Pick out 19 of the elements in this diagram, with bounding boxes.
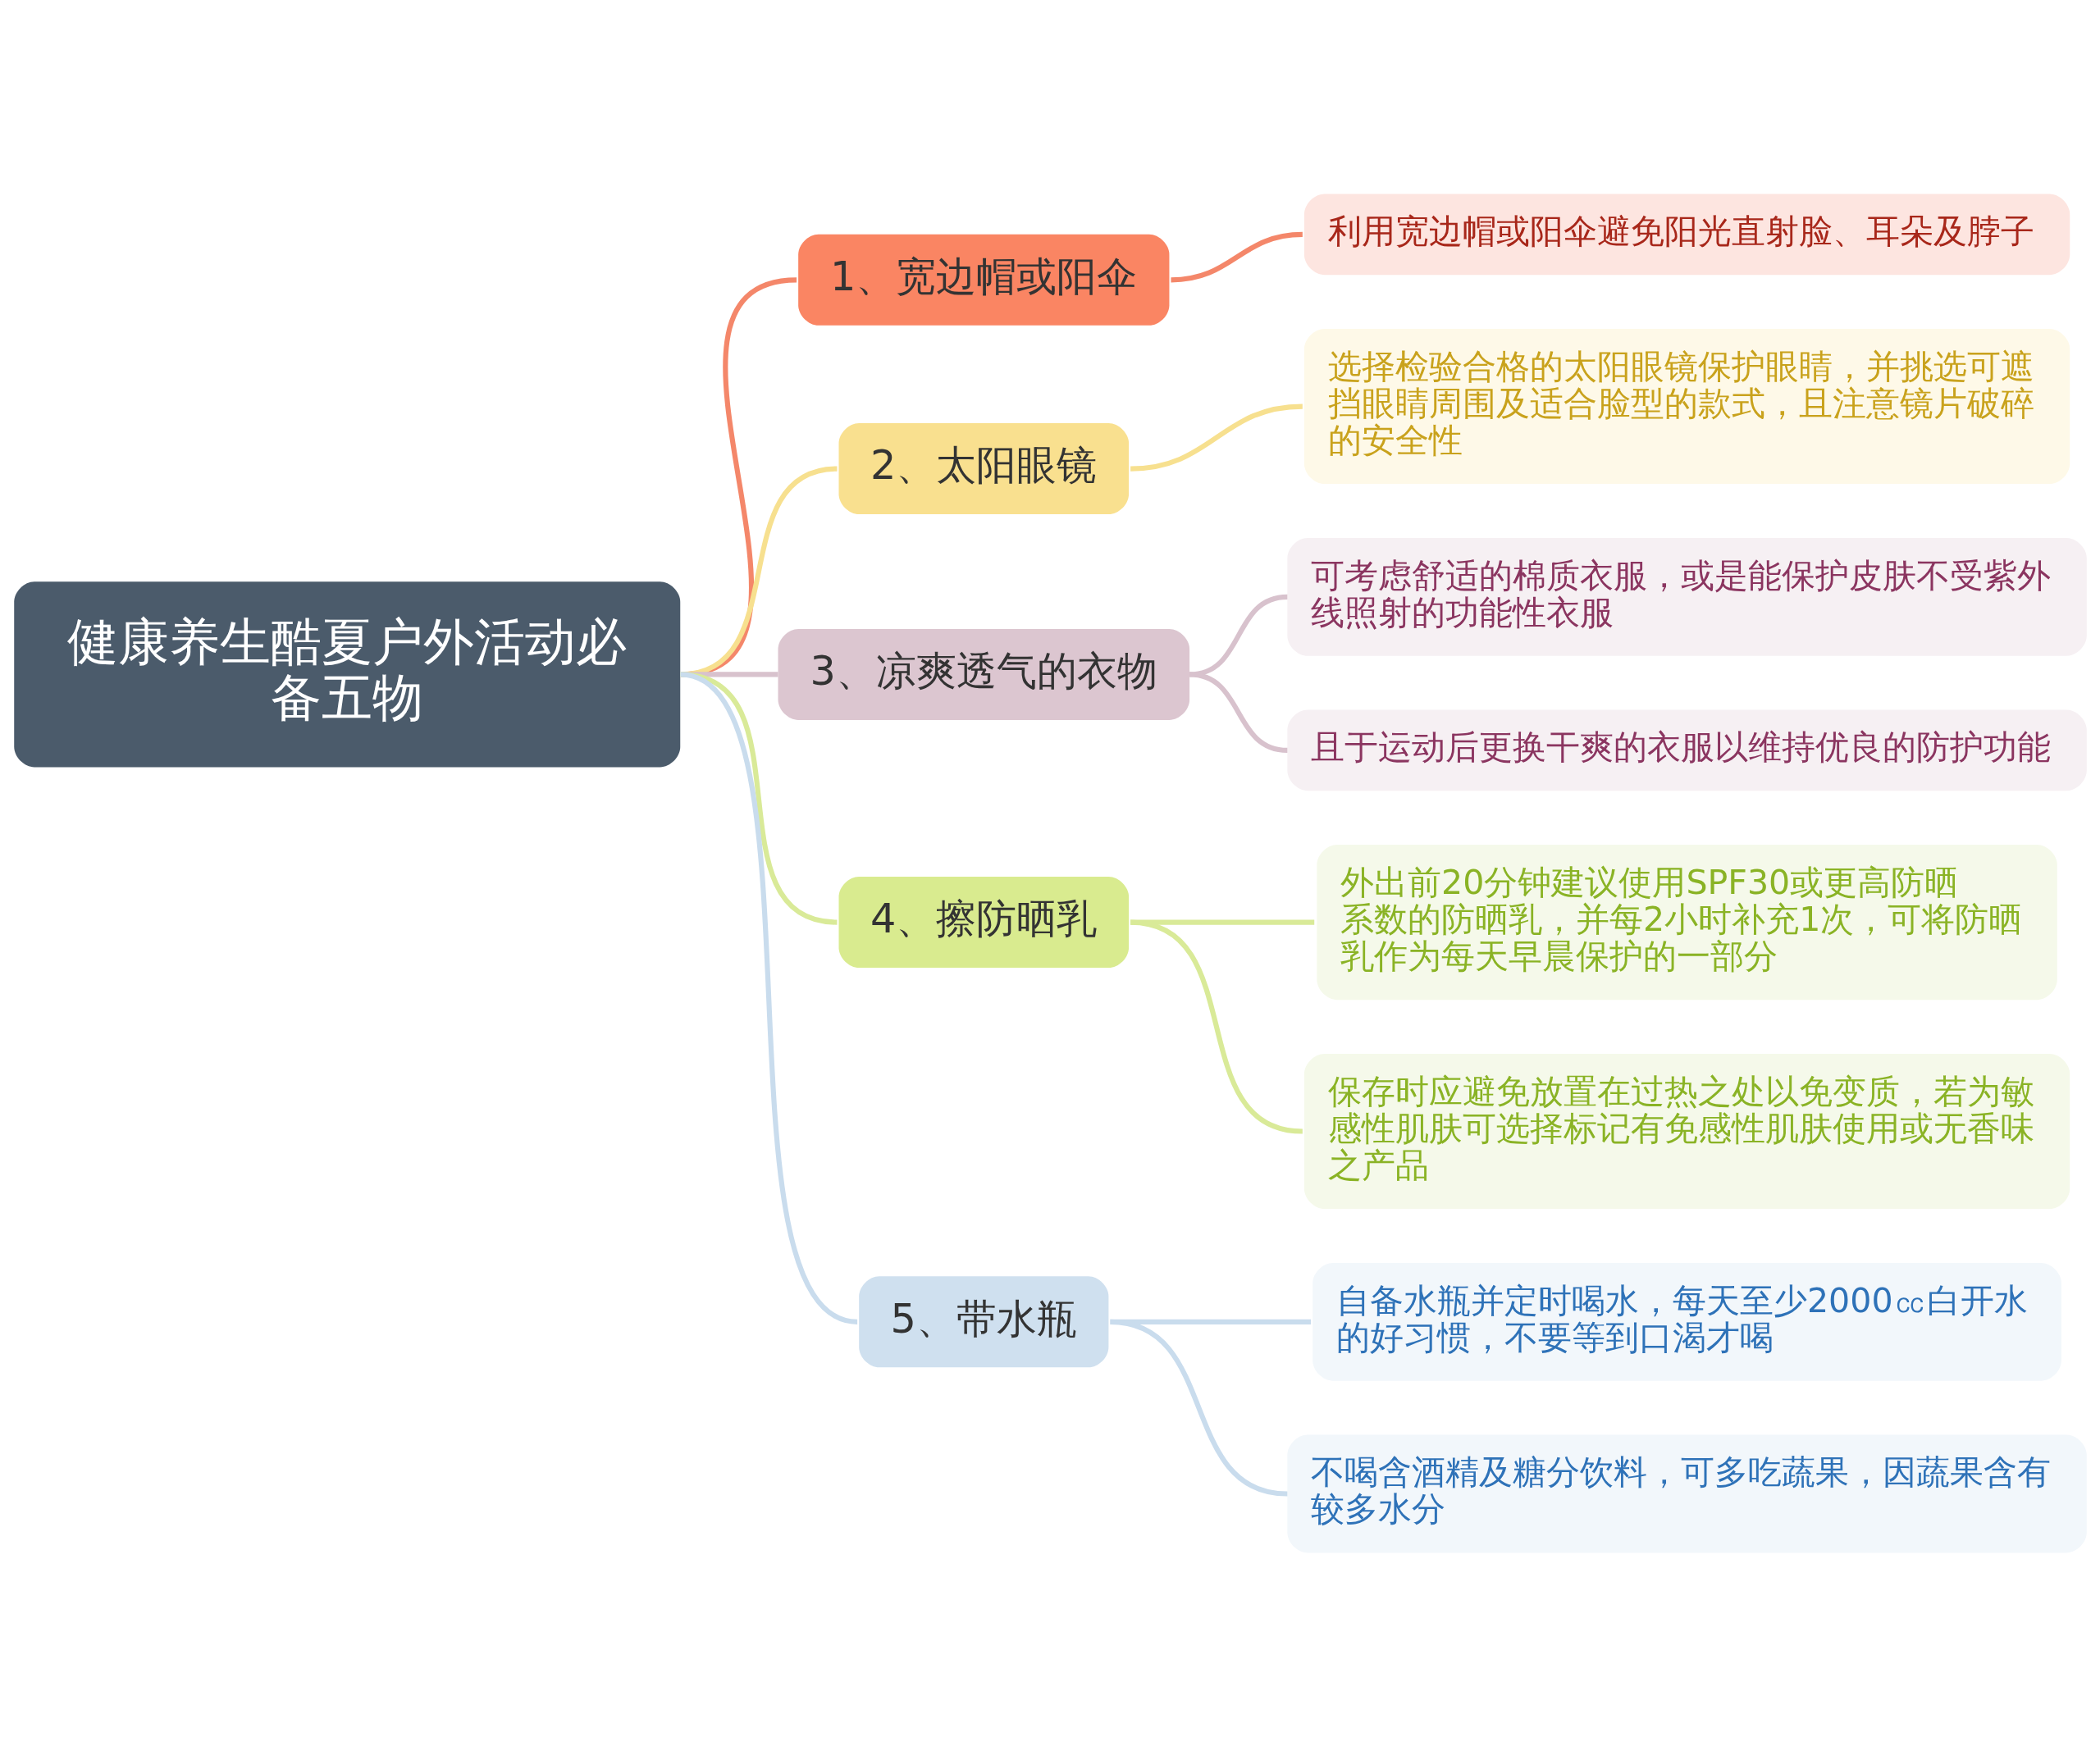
node-box: 1、宽边帽或阳伞 <box>797 234 1169 326</box>
node-box: 4、擦防晒乳 <box>838 876 1129 968</box>
node-box: 2、太阳眼镜 <box>838 422 1129 514</box>
connector <box>1170 231 1303 282</box>
node-box: 自备水瓶并定时喝水，每天至少2000㏄白开水的好习惯，不要等到口渴才喝 <box>1312 1262 2061 1381</box>
connector <box>1130 919 1303 1134</box>
node-box: 利用宽边帽或阳伞避免阳光直射脸、耳朵及脖子 <box>1303 194 2070 275</box>
node-box: 且于运动后更换干爽的衣服以维持优良的防护功能 <box>1286 709 2087 791</box>
node-box: 不喝含酒精及糖分饮料，可多吃蔬果，因蔬果含有较多水分 <box>1286 1434 2087 1552</box>
node-box: 3、凉爽透气的衣物 <box>778 628 1189 720</box>
node-box: 保存时应避免放置在过热之处以免变质，若为敏感性肌肤可选择标记有免感性肌肤使用或无香味之产品 <box>1303 1053 2070 1209</box>
node-box: 选择检验合格的太阳眼镜保护眼睛，并挑选可遮挡眼睛周围及适合脸型的款式，且注意镜片破碎的安全性 <box>1303 328 2070 484</box>
connector <box>1189 671 1288 753</box>
connector <box>1130 403 1303 472</box>
connector <box>1109 1319 1288 1497</box>
node-box: 健康养生酷夏户外活动必备五物 <box>13 581 680 767</box>
node-box: 5、带水瓶 <box>858 1275 1108 1367</box>
node-box: 可考虑舒适的棉质衣服，或是能保护皮肤不受紫外线照射的功能性衣服 <box>1286 537 2087 656</box>
connector <box>678 672 858 1324</box>
